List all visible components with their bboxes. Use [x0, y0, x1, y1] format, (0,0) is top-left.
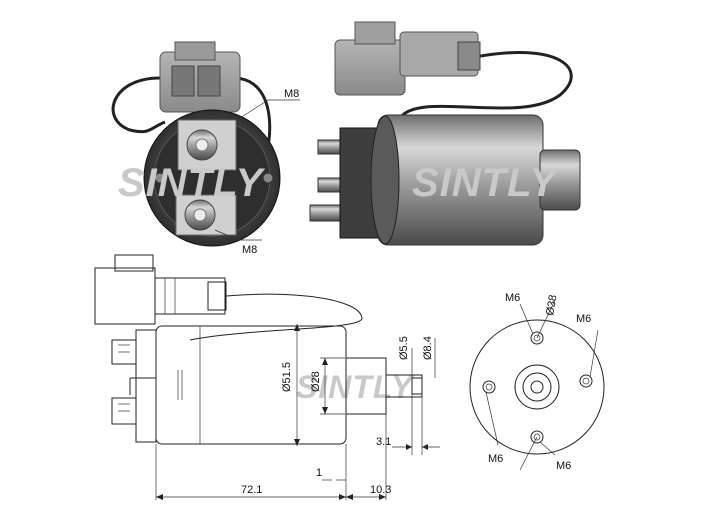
leader-top-stud [239, 99, 269, 119]
dim-bolt-circle: Ø38 [544, 294, 559, 317]
drawing-end-view [469, 299, 605, 471]
label-bottom-stud: M8 [242, 244, 257, 256]
dim-body-diameter: Ø51.5 [281, 362, 293, 392]
watermark-left: SINTLY [118, 161, 266, 205]
dim-hole-top: M6 [505, 292, 520, 304]
watermark-right: SINTLY [412, 161, 560, 205]
dim-gap: 1 [316, 467, 322, 479]
dim-body-length: 72.1 [241, 484, 262, 496]
dim-bore-diameter-2: Ø8.4 [422, 336, 434, 360]
dim-plunger-length: 10.3 [370, 484, 391, 496]
photo-side-view [309, 21, 581, 246]
photo-end-view [111, 41, 281, 247]
drawing-side-view [94, 254, 440, 500]
dim-hole-bottom-left: M6 [488, 453, 503, 465]
dim-hole-bottom-right: M6 [556, 460, 571, 472]
dim-offset: 3.1 [376, 436, 391, 448]
leader-bottom-stud [214, 229, 239, 241]
dim-bore-diameter-1: Ø5.5 [398, 336, 410, 360]
dim-plunger-diameter: Ø28 [310, 371, 322, 392]
dim-hole-right: M6 [576, 313, 591, 325]
label-top-stud: M8 [284, 88, 299, 100]
